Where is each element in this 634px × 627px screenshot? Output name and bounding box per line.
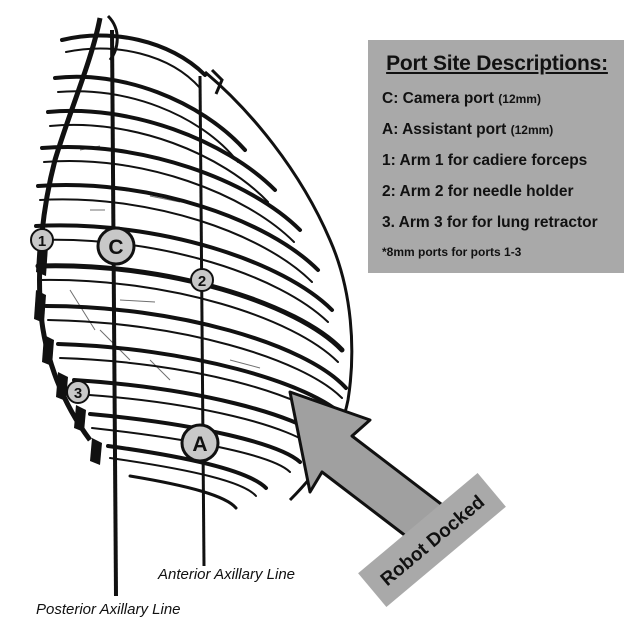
legend-item-label: C: Camera port [382,90,494,107]
posterior-axillary-label: Posterior Axillary Line [36,601,181,618]
port-camera-marker: C [98,228,134,264]
port-site-legend: Port Site Descriptions: C: Camera port (… [368,40,624,273]
legend-item-label: 1: Arm 1 for cadiere forceps [382,152,587,169]
legend-item-arm2: 2: Arm 2 for needle holder [382,183,614,201]
port-arm3-marker: 3 [67,381,89,403]
anterior-axillary-label: Anterior Axillary Line [158,566,295,583]
legend-note: *8mm ports for ports 1-3 [382,245,614,259]
legend-item-label: 2: Arm 2 for needle holder [382,183,574,200]
legend-item-camera: C: Camera port (12mm) [382,90,614,108]
legend-item-label: A: Assistant port [382,121,506,138]
legend-item-label: 3. Arm 3 for for lung retractor [382,214,598,231]
port-arm2-marker: 2 [191,269,213,291]
port-arm1-label: 1 [38,233,46,250]
port-arm2-label: 2 [198,273,206,290]
legend-item-arm3: 3. Arm 3 for for lung retractor [382,214,614,232]
legend-item-arm1: 1: Arm 1 for cadiere forceps [382,152,614,170]
port-arm3-label: 3 [74,385,82,402]
port-assistant-label: A [192,433,207,456]
legend-item-size: (12mm) [511,123,554,137]
port-assistant-marker: A [182,425,218,461]
port-camera-label: C [108,236,123,259]
legend-item-assistant: A: Assistant port (12mm) [382,121,614,139]
legend-item-size: (12mm) [498,92,541,106]
port-arm1-marker: 1 [31,229,53,251]
legend-title: Port Site Descriptions: [380,52,614,76]
